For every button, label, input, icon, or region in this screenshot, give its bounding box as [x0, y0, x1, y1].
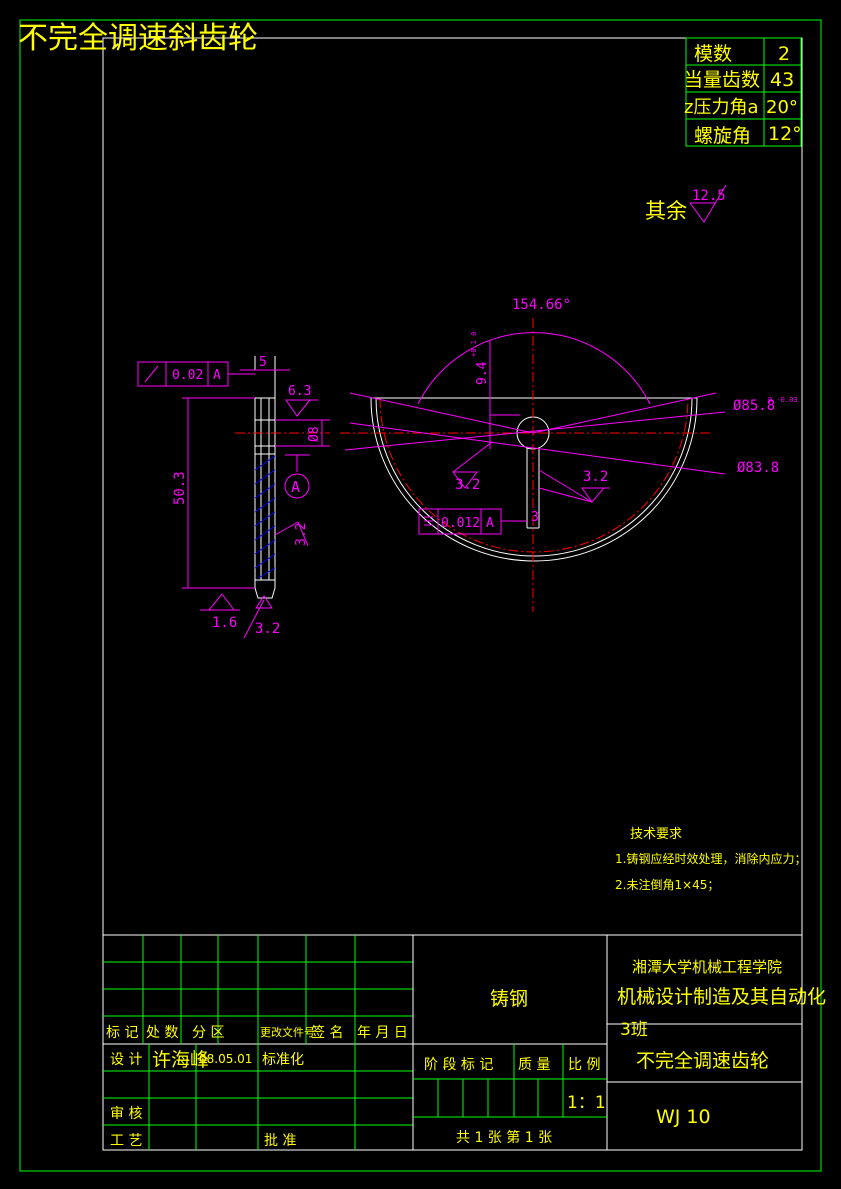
symmetry-value: 0.012 — [441, 516, 480, 531]
inner-frame — [102, 37, 803, 1151]
dim-outer-dia: Ø85.8 — [733, 398, 775, 414]
dim-outer-tol: 0 -0.03 — [768, 396, 798, 404]
pitch-arc — [379, 397, 689, 553]
tb-header-count: 处 数 — [146, 1025, 178, 1041]
tb-design-label: 设 计 — [110, 1052, 142, 1068]
tech-req-item-2: 2.未注倒角1×45； — [615, 877, 719, 892]
tb-class-line1: 机械设计制造及其自动化 — [617, 986, 826, 1008]
param-value-module: 2 — [778, 43, 790, 65]
tb-material: 铸钢 — [490, 988, 528, 1010]
tb-stage-label: 阶 段 标 记 — [424, 1057, 493, 1073]
param-value-teeth: 43 — [770, 69, 794, 91]
dim-bore: Ø8 — [307, 426, 322, 442]
tb-review-label: 审 核 — [110, 1106, 142, 1122]
tb-process-label: 工 艺 — [110, 1133, 142, 1149]
dim-height: 50.3 — [172, 471, 188, 505]
datum-a-circle — [284, 473, 310, 499]
tb-part-name: 不完全调速齿轮 — [636, 1050, 769, 1072]
roughness-6-3: 6.3 — [288, 384, 311, 399]
roughness-3-2-keyway: 3.2 — [583, 469, 608, 485]
tb-designer: 许海峰 — [152, 1049, 209, 1071]
tb-mass-label: 质 量 — [518, 1057, 550, 1073]
tb-scale: 1：1 — [567, 1093, 606, 1113]
roughness-face: 3.2 — [294, 523, 309, 546]
runout-datum: A — [213, 368, 221, 383]
section-hatch — [254, 455, 276, 579]
gear-side-view: 5 0.02 A 50.3 Ø8 6.3 A 3.2 1.6 — [137, 355, 330, 639]
param-value-helix-angle: 12° — [768, 123, 802, 145]
tech-req-heading: 技术要求 — [630, 827, 682, 842]
param-label-module: 模数 — [694, 43, 732, 65]
outer-frame — [19, 19, 822, 1172]
runout-value: 0.02 — [172, 368, 203, 383]
tb-header-doc: 更改文件号 — [260, 1025, 315, 1039]
dim-keyway-tol: +0.1 0 — [470, 332, 478, 357]
roughness-3-2-bottom: 3.2 — [255, 621, 280, 637]
roughness-3-2-bore: 3.2 — [455, 477, 480, 493]
tb-class-line2: 3班 — [620, 1020, 648, 1040]
tb-school: 湘潭大学机械工程学院 — [632, 958, 782, 976]
param-label-teeth: 当量齿数 — [684, 69, 760, 91]
tb-header-date: 年 月 日 — [357, 1025, 408, 1041]
dim-hub-width: 5 — [259, 355, 267, 370]
tb-header-mark: 标 记 — [106, 1025, 138, 1041]
outer-arc — [370, 397, 698, 562]
tb-drawing-no: WJ 10 — [656, 1106, 711, 1128]
gear-front-view: 154.66° 9.4 +0.1 0 Ø85.8 0 -0.03 Ø83.8 3… — [340, 297, 798, 612]
tb-design-date: 08.05.01 — [199, 1052, 252, 1066]
roughness-rest-symbol — [689, 184, 727, 223]
tech-req-item-1: 1.铸钢应经时效处理，消除内应力； — [615, 851, 806, 866]
datum-a-label: A — [291, 478, 300, 496]
roughness-1-6: 1.6 — [212, 615, 237, 631]
tb-scale-label: 比 例 — [568, 1057, 600, 1073]
roughness-rest-label: 其余 — [645, 199, 687, 223]
dim-keyway-width: 3 — [531, 510, 539, 525]
dim-keyway-depth: 9.4 — [475, 361, 490, 385]
dim-arc-angle: 154.66° — [512, 297, 571, 313]
dim-root-dia: Ø83.8 — [737, 460, 779, 476]
drawing-title: 不完全调速斜齿轮 — [18, 21, 258, 56]
roughness-rest-value: 12.5 — [692, 188, 726, 204]
param-value-pressure-angle: 20° — [766, 97, 798, 118]
param-label-helix-angle: 螺旋角 — [694, 125, 751, 147]
param-label-pressure-angle: z压力角a — [684, 97, 758, 118]
title-block: 标 记 处 数 分 区 更改文件号 签 名 年 月 日 设 计 许海峰 08.0… — [102, 934, 826, 1151]
symmetry-datum: A — [486, 516, 494, 531]
tb-standard-label: 标准化 — [262, 1052, 304, 1068]
tb-header-zone: 分 区 — [192, 1025, 224, 1041]
tb-header-sign: 签 名 — [311, 1024, 343, 1041]
gear-parameter-table: 模数 2 当量齿数 43 z压力角a 20° 螺旋角 12° — [684, 37, 802, 147]
tb-approve-label: 批 准 — [264, 1133, 296, 1149]
tb-sheets: 共 1 张 第 1 张 — [456, 1129, 552, 1146]
